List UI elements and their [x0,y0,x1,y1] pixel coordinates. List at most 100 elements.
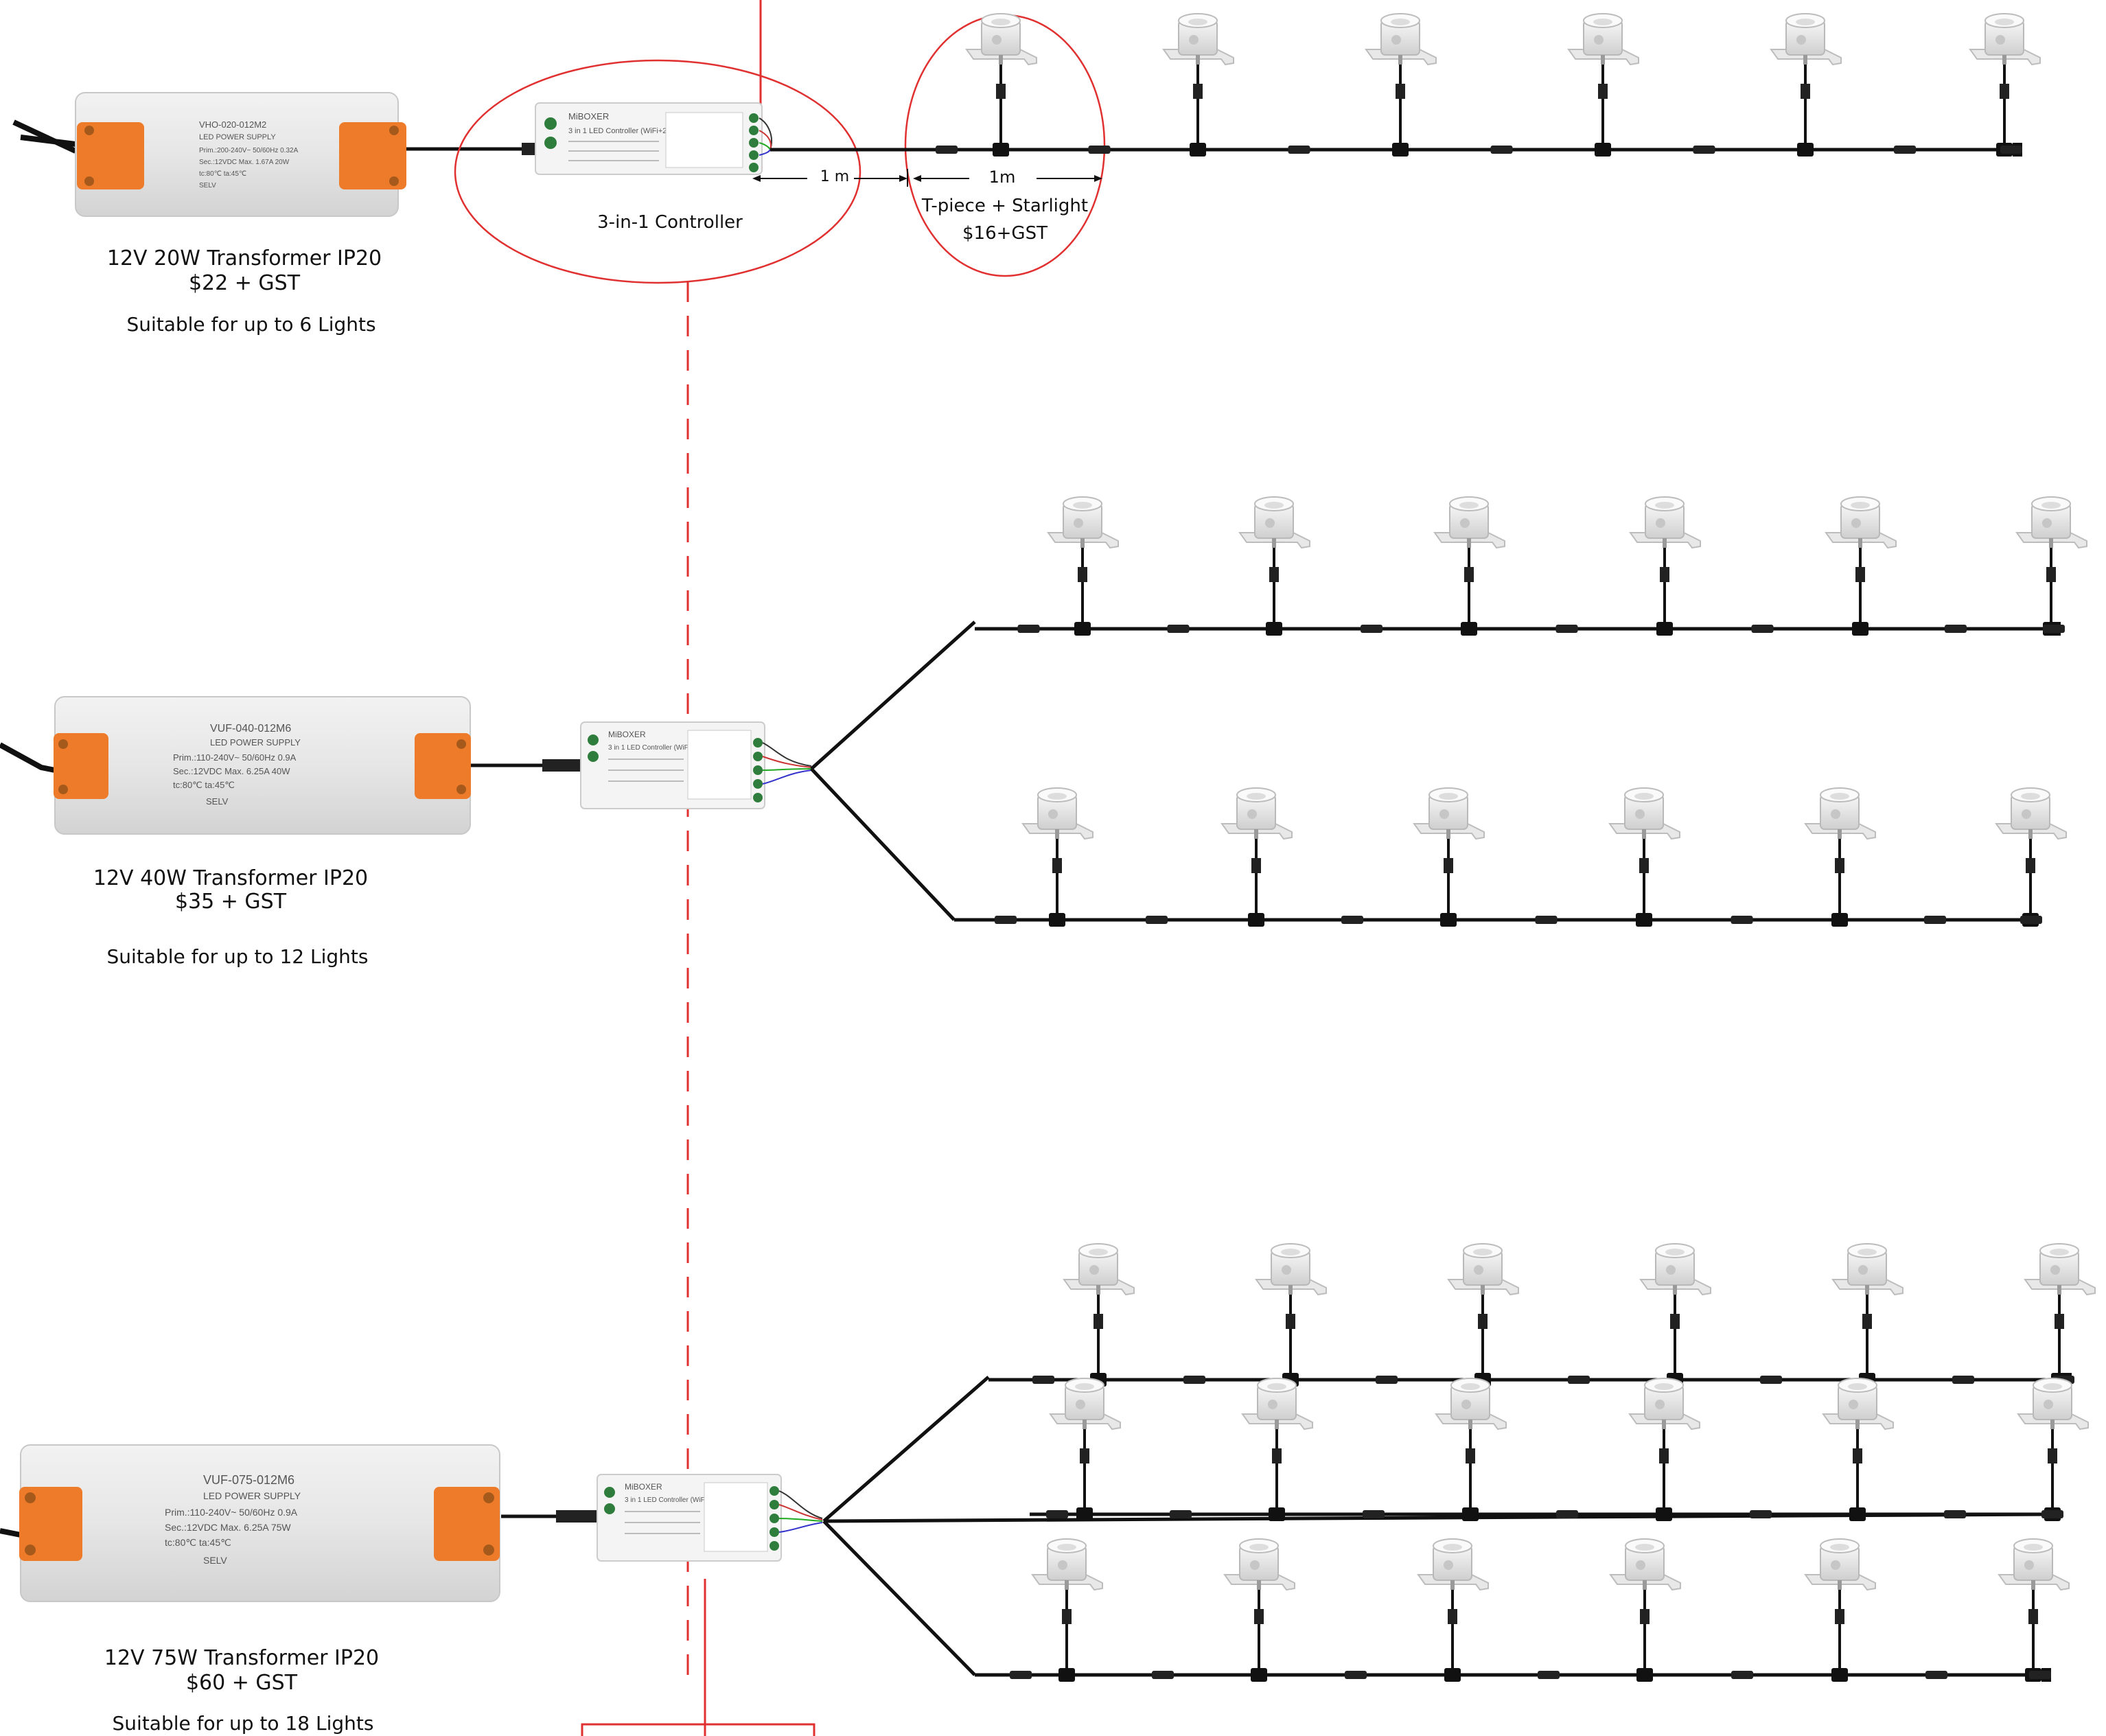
starlight-icon [1825,496,1897,548]
drop-connector [1835,858,1844,873]
svg-text:3 in 1 LED Controller (WiFi+2.: 3 in 1 LED Controller (WiFi+2.4G) [625,1496,728,1504]
drop-connector [1640,1609,1650,1624]
starlight-icon [1256,1243,1327,1295]
t-piece [1595,143,1611,157]
starlight-icon [2016,496,2087,548]
connector [1535,916,1558,924]
transformer-price: $60 + GST [186,1671,298,1695]
svg-text:Sec.:12VDC Max. 1.67A 20W: Sec.:12VDC Max. 1.67A 20W [199,159,290,166]
connector [1361,625,1382,633]
svg-text:tc:80℃ ta:45℃: tc:80℃ ta:45℃ [173,780,235,790]
light-run [770,13,2041,157]
starlight-icon [1048,496,1119,548]
connector [1490,146,1513,154]
drop-connector [1466,1448,1475,1463]
t-piece [1636,913,1652,927]
starlight-icon [1832,1243,1903,1295]
drop-connector [996,84,1006,99]
transformer-capacity: Suitable for up to 12 Lights [107,945,369,968]
connector [1046,1510,1068,1518]
controller-brand: MiBOXER [568,111,609,121]
starlight-icon [1969,13,2041,65]
connector [1146,916,1168,924]
controller-75w: MiBOXER 3 in 1 LED Controller (WiFi+2.4G… [597,1474,823,1562]
connector [1731,916,1753,924]
t-piece [1269,1507,1285,1521]
t-piece [1849,1507,1866,1521]
controller-callout-ellipse [454,59,861,284]
starlight-icon [1413,787,1485,840]
drop-connector [1835,1609,1844,1624]
connector [2041,1510,2063,1518]
starlight-icon [1365,13,1437,65]
t-piece [1797,143,1814,157]
svg-text:LED POWER SUPPLY: LED POWER SUPPLY [203,1490,301,1501]
drop-connector [2055,1314,2064,1329]
transformer-model: VUF-075-012M6 [203,1473,294,1487]
t-piece [1852,622,1868,636]
connector [1152,1671,1174,1679]
svg-text:tc:80℃ ta:45℃: tc:80℃ ta:45℃ [165,1537,231,1548]
connector [1925,1671,1947,1679]
t-piece [1248,913,1264,927]
controller-label: 3-in-1 Controller [597,212,743,233]
connector [2020,916,2042,924]
starlight-icon [1221,787,1293,840]
starlight-icon [1063,1243,1135,1295]
controller-40w: MiBOXER 3 in 1 LED Controller (WiFi+2.4G… [580,721,812,809]
drop-connector [1862,1314,1872,1329]
mains-cable [12,119,77,154]
starlight-icon [1640,1243,1711,1295]
section-20w: VHO-020-012M2 LED POWER SUPPLY Prim.:200… [12,13,2041,336]
connector [1088,146,1111,154]
connector [1555,625,1578,633]
connector [995,916,1017,924]
distance-marker-controller: 1 m [752,168,908,187]
section-75w: VUF-075-012M6 LED POWER SUPPLY Prim.:110… [0,1243,2096,1735]
light-run [822,1243,2096,1682]
drop-connector [1448,1609,1457,1624]
t-piece [1440,913,1457,927]
drop-connector [1659,1448,1669,1463]
drop-connector [1660,567,1669,582]
starlight-icon [1610,1538,1681,1590]
starlight-icon [2017,1378,2089,1430]
connector [1760,1376,1782,1384]
drop-connector [1801,84,1810,99]
svg-text:LED POWER SUPPLY: LED POWER SUPPLY [210,737,301,748]
connector [1032,1376,1054,1384]
transformer-model: VHO-020-012M2 [199,119,266,130]
drop-connector [1080,1448,1089,1463]
drop-connector [1094,1314,1103,1329]
guide-line [581,0,815,1736]
svg-text:Prim.:110-240V~ 50/60Hz 0.9A: Prim.:110-240V~ 50/60Hz 0.9A [165,1507,298,1518]
starlight-icon [1630,496,1701,548]
transformer-75w: VUF-075-012M6 LED POWER SUPPLY Prim.:110… [19,1444,500,1602]
transformer-cap-left [19,1487,82,1561]
starlight-icon [1434,496,1505,548]
svg-text:MiBOXER: MiBOXER [608,730,646,739]
connector [1538,1671,1560,1679]
drop-connector [1853,1448,1862,1463]
svg-text:3 in 1 LED Controller (WiFi+2.: 3 in 1 LED Controller (WiFi+2.4G) [568,127,682,135]
svg-text:tc:80℃ ta:45℃: tc:80℃ ta:45℃ [199,170,246,178]
t-piece [1251,1668,1267,1682]
transformer-cap-left [77,122,144,189]
drop-connector [1855,567,1865,582]
transformer-price: $22 + GST [189,271,301,295]
drop-connector [1639,858,1649,873]
starlight-icon [966,13,1037,65]
starlight-icon [1032,1538,1103,1590]
connector [2000,146,2022,154]
transformer-title: 12V 40W Transformer IP20 [93,866,368,890]
light-run [810,496,2087,927]
svg-text:Sec.:12VDC Max. 6.25A 75W: Sec.:12VDC Max. 6.25A 75W [165,1522,291,1533]
connector [936,146,958,154]
drop-connector [1193,84,1203,99]
transformer-40w: VUF-040-012M6 LED POWER SUPPLY Prim.:110… [54,696,471,835]
starlight-icon [1822,1378,1894,1430]
starlight-icon [1242,1378,1313,1430]
t-piece [1656,622,1673,636]
distance-label-piece: 1m [989,167,1016,187]
